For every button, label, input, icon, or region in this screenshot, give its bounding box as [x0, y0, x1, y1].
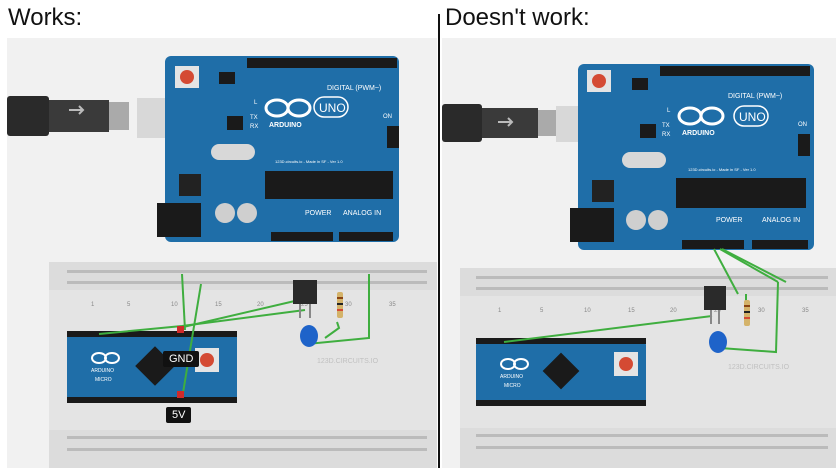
- rx-label: RX: [662, 132, 670, 138]
- reset-button[interactable]: [180, 70, 194, 84]
- rx-label: RX: [250, 124, 258, 130]
- analog-label: ANALOG IN: [343, 210, 381, 217]
- power-jack: [570, 208, 614, 242]
- ir-receiver: [293, 280, 317, 318]
- power-jack: [157, 203, 201, 237]
- works-circuit-svg: DIGITAL (PWM~) UNO ARDUINO L TX RX ON 12…: [7, 56, 437, 468]
- digital-label: DIGITAL (PWM~): [728, 93, 782, 100]
- led-l-label: L: [254, 100, 258, 106]
- panel-divider: [438, 14, 440, 468]
- col-number-1: 1: [498, 308, 502, 314]
- gnd-callout: GND: [163, 351, 200, 367]
- digital-header: [660, 66, 810, 76]
- analog-header: [752, 240, 808, 249]
- 5v-callout: 5V: [166, 407, 192, 423]
- arduino-logo: [677, 106, 725, 126]
- col-number-30: 30: [345, 302, 352, 308]
- works-canvas[interactable]: DIGITAL (PWM~) UNO ARDUINO L TX RX ON 12…: [7, 38, 437, 468]
- col-number-25: 25: [301, 302, 308, 308]
- resistor: [337, 292, 343, 318]
- micro-brand-label: ARDUINO: [91, 368, 114, 374]
- col-number-35: 35: [802, 308, 809, 314]
- uno-model-label: UNO: [319, 101, 346, 115]
- tx-label: TX: [662, 123, 670, 129]
- digital-header: [247, 58, 397, 68]
- power-header: [682, 240, 744, 249]
- atmega-chip: [676, 178, 806, 208]
- arduino-brand-label: ARDUINO: [269, 122, 302, 129]
- micro-brand-label: ARDUINO: [500, 374, 523, 380]
- col-number-5: 5: [540, 308, 544, 314]
- led-l-label: L: [667, 108, 671, 114]
- col-number-15: 15: [628, 308, 635, 314]
- 5v-pin-marker: [177, 391, 184, 398]
- uno-model-label: UNO: [739, 110, 766, 124]
- col-number-20: 20: [257, 302, 264, 308]
- usb-cable: [7, 96, 187, 138]
- doesnt-work-circuit-svg: DIGITAL (PWM~) UNO ARDUINO L TX RX ON 12…: [442, 64, 836, 468]
- micro-model-label: MICRO: [95, 377, 112, 383]
- digital-label: DIGITAL (PWM~): [327, 85, 381, 92]
- col-number-25: 25: [714, 308, 721, 314]
- arduino-uno-board[interactable]: DIGITAL (PWM~) UNO ARDUINO L TX RX ON 12…: [570, 64, 814, 250]
- gnd-pin-marker: [177, 326, 184, 333]
- col-number-10: 10: [584, 308, 591, 314]
- breadboard[interactable]: 1 5 10 15 20 25 30 35 123D.CIRCUITS.IO: [460, 268, 836, 468]
- led: [300, 325, 318, 347]
- led: [709, 331, 727, 353]
- col-number-5: 5: [127, 302, 131, 308]
- power-label: POWER: [716, 217, 742, 224]
- on-label: ON: [798, 122, 807, 128]
- wires: [503, 248, 787, 354]
- works-heading: Works:: [8, 4, 83, 31]
- micro-reset-button[interactable]: [200, 353, 214, 367]
- arduino-brand-label: ARDUINO: [682, 130, 715, 137]
- col-number-30: 30: [758, 308, 765, 314]
- power-label: POWER: [305, 210, 331, 217]
- power-header: [271, 232, 333, 241]
- doesnt-work-heading: Doesn't work:: [445, 4, 590, 31]
- col-number-20: 20: [670, 308, 677, 314]
- breadboard-holes: [67, 270, 427, 451]
- ir-receiver: [704, 286, 726, 324]
- board-credit-text: 123D.circuits.io - Made in SF - Ver 1.0: [688, 167, 756, 172]
- watermark: 123D.CIRCUITS.IO: [728, 364, 790, 371]
- analog-header: [339, 232, 393, 241]
- arduino-micro-board[interactable]: ARDUINO MICRO: [67, 331, 237, 403]
- col-number-1: 1: [91, 302, 95, 308]
- breadboard-holes: [476, 276, 828, 449]
- arduino-uno-board[interactable]: DIGITAL (PWM~) UNO ARDUINO L TX RX ON 12…: [157, 56, 399, 242]
- doesnt-work-canvas[interactable]: DIGITAL (PWM~) UNO ARDUINO L TX RX ON 12…: [442, 38, 836, 468]
- arduino-logo: [264, 98, 312, 118]
- tx-label: TX: [250, 115, 258, 121]
- atmega-chip: [265, 171, 393, 199]
- micro-reset-button[interactable]: [619, 357, 633, 371]
- analog-label: ANALOG IN: [762, 217, 800, 224]
- board-credit-text: 123D.circuits.io - Made in SF - Ver 1.0: [275, 159, 343, 164]
- reset-button[interactable]: [592, 74, 606, 88]
- micro-model-label: MICRO: [504, 383, 521, 389]
- arduino-micro-board[interactable]: ARDUINO MICRO: [476, 338, 646, 406]
- col-number-15: 15: [215, 302, 222, 308]
- resistor: [744, 300, 750, 326]
- col-number-10: 10: [171, 302, 178, 308]
- on-label: ON: [383, 114, 392, 120]
- watermark: 123D.CIRCUITS.IO: [317, 358, 379, 365]
- col-number-35: 35: [389, 302, 396, 308]
- usb-cable: [442, 104, 600, 142]
